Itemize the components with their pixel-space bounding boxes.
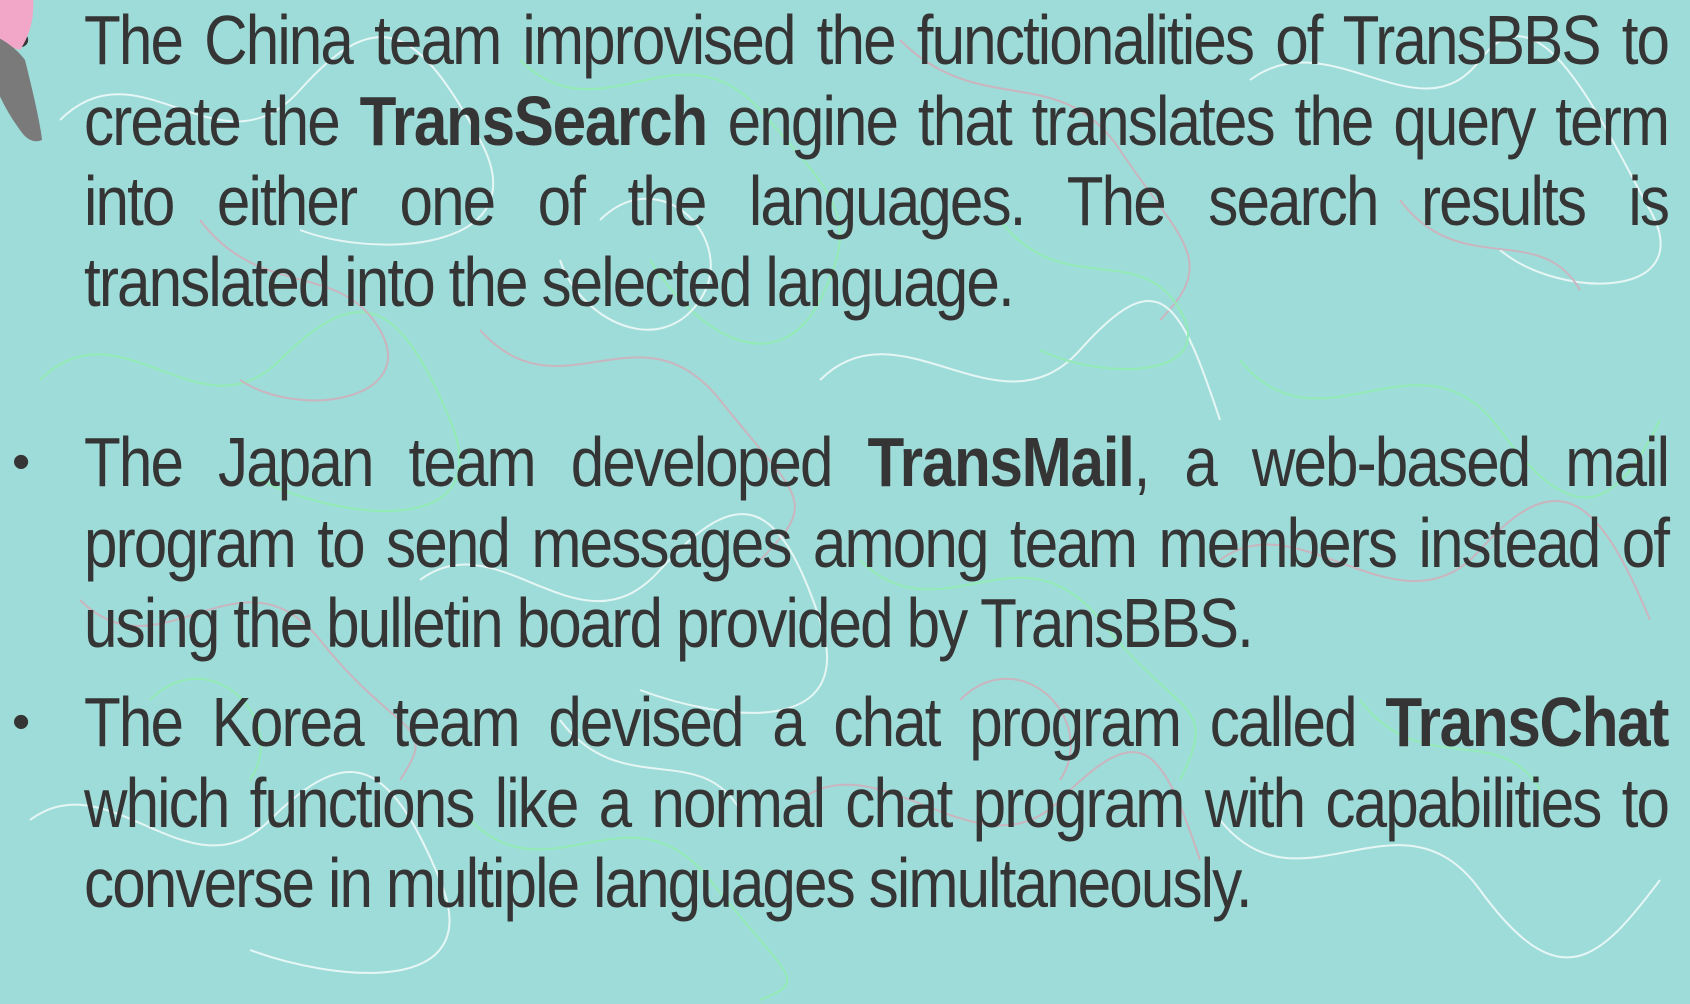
bullet-text-pre: The Korea team devised a chat program ca… bbox=[84, 683, 1386, 761]
bullet-text-pre: The Japan team developed bbox=[84, 423, 868, 501]
bullet-text-bold: TransChat bbox=[1385, 683, 1669, 761]
corner-decoration bbox=[0, 0, 42, 142]
bullet-text: The Japan team developed TransMail, a we… bbox=[84, 422, 1670, 664]
bullet-text-bold: TransSearch bbox=[359, 81, 709, 160]
bullet-text-post: engine that translates the query term in… bbox=[84, 81, 1670, 321]
bullet-marker: • bbox=[12, 433, 31, 491]
bullet-text: The Korea team devised a chat program ca… bbox=[84, 682, 1670, 924]
bullet-text-bold: TransMail bbox=[867, 423, 1134, 501]
bullet-text-pre: The China team improvised the functional… bbox=[84, 1, 1670, 160]
bullet-text: The China team improvised the functional… bbox=[84, 0, 1670, 322]
bullet-text-post: , a web-based mail program to send messa… bbox=[84, 423, 1670, 662]
bullet-marker: • bbox=[12, 693, 31, 751]
bullet-text-post: which functions like a normal chat progr… bbox=[84, 763, 1670, 923]
